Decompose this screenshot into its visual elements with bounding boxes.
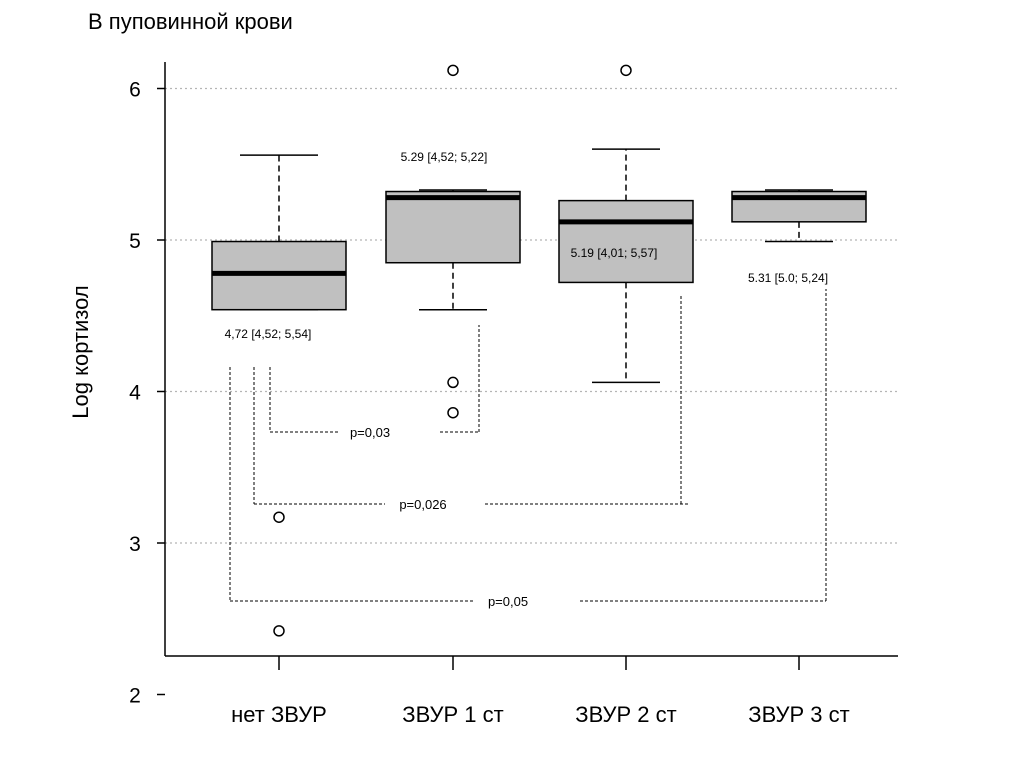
box-annotation: 4,72 [4,52; 5,54] <box>225 327 312 341</box>
outlier-point <box>273 625 285 637</box>
y-tick-label: 6 <box>129 79 141 102</box>
outlier-point <box>447 406 459 419</box>
x-axis-ticks: нет ЗВУР ЗВУР 1 ст ЗВУР 2 ст ЗВУР 3 ст <box>231 656 850 727</box>
x-category-label: ЗВУР 2 ст <box>575 702 676 727</box>
axes <box>164 62 898 657</box>
comparison-brackets: p=0,03 p=0,026 p=0,05 <box>229 289 827 609</box>
box-4 <box>731 189 867 243</box>
y-tick-label: 3 <box>129 533 141 556</box>
box-2 <box>385 64 521 419</box>
boxes <box>211 64 867 637</box>
y-axis-label: Log кортизол <box>68 285 93 418</box>
y-tick-label: 5 <box>129 230 141 253</box>
box-annotation: 5.29 [4,52; 5,22] <box>401 150 488 164</box>
box-1 <box>211 154 347 637</box>
outlier-point <box>447 376 459 389</box>
p-value-label: p=0,05 <box>488 594 528 609</box>
box-iqr <box>558 199 694 284</box>
y-tick-label: 2 <box>129 685 141 708</box>
box-3 <box>558 64 694 384</box>
box-annotation: 5.19 [4,01; 5,57] <box>571 246 658 260</box>
y-tick-label: 4 <box>129 382 141 405</box>
outlier-point <box>620 64 632 77</box>
outlier-point <box>447 64 459 77</box>
x-category-label: ЗВУР 1 ст <box>402 702 503 727</box>
box-annotations: 4,72 [4,52; 5,54] 5.29 [4,52; 5,22] 5.19 [… <box>225 150 828 341</box>
grid-lines <box>165 87 898 544</box>
outlier-point <box>273 511 285 523</box>
y-axis-ticks: 2 3 4 5 6 <box>129 79 165 708</box>
p-value-label: p=0,026 <box>399 497 446 512</box>
x-category-label: нет ЗВУР <box>231 702 327 727</box>
box-iqr <box>385 190 521 264</box>
p-value-label: p=0,03 <box>350 425 390 440</box>
chart-title: В пуповинной крови <box>88 9 293 34</box>
x-category-label: ЗВУР 3 ст <box>748 702 849 727</box>
box-annotation: 5.31 [5.0; 5,24] <box>748 271 828 285</box>
